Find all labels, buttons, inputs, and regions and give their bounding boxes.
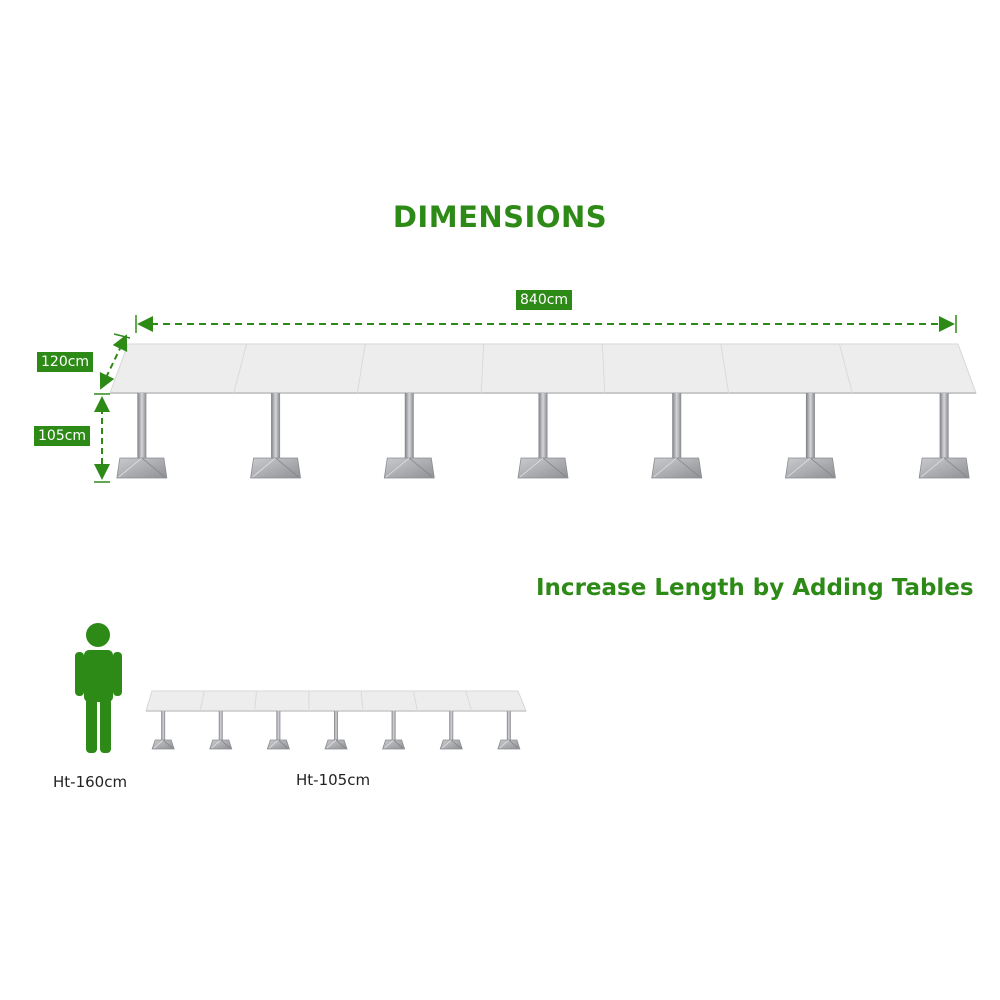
pedestal-leg <box>805 393 815 458</box>
base-shade <box>278 739 288 749</box>
pedestal-base <box>918 457 970 479</box>
base-shade <box>508 739 519 749</box>
pedestal-base <box>116 457 168 479</box>
pedestal-base <box>439 739 463 750</box>
page-title: DIMENSIONS <box>392 200 608 234</box>
base-shade <box>162 739 173 749</box>
length-label: 840cm <box>516 290 573 310</box>
table-seam <box>480 343 485 394</box>
pedestal-leg <box>271 393 281 458</box>
pedestal-base <box>250 457 302 479</box>
base-highlight <box>787 457 811 478</box>
base-highlight <box>384 739 394 749</box>
base-highlight <box>118 457 143 478</box>
base-highlight <box>269 739 279 749</box>
base-highlight <box>653 457 677 478</box>
base-highlight <box>920 457 945 478</box>
length-dimension <box>135 315 957 333</box>
base-shade <box>141 457 166 478</box>
table-height-label: Ht-105cm <box>296 771 371 789</box>
base-highlight <box>441 739 452 749</box>
small-table <box>145 690 527 750</box>
pedestal-base <box>151 739 175 750</box>
width-dimension <box>99 333 131 390</box>
base-shade <box>275 457 299 478</box>
pedestal-base <box>497 739 521 750</box>
pedestal-base <box>651 457 703 479</box>
base-shade <box>542 457 567 478</box>
table-seam <box>360 690 364 712</box>
small-table-seams <box>199 690 473 712</box>
base-highlight <box>252 457 276 478</box>
table-seam <box>233 343 248 394</box>
subtitle: Increase Length by Adding Tables <box>536 575 974 601</box>
table-seam <box>465 690 473 712</box>
base-highlight <box>519 457 544 478</box>
table-seam <box>199 690 205 712</box>
pedestal-base <box>383 457 435 479</box>
base-shade <box>220 739 231 749</box>
base-shade <box>450 739 461 749</box>
large-table-seams <box>233 343 853 394</box>
base-highlight <box>153 739 164 749</box>
table-seam <box>356 343 366 394</box>
table-seam <box>601 343 606 394</box>
table-seam <box>720 343 730 394</box>
pedestal-leg <box>218 711 223 740</box>
base-highlight <box>211 739 222 749</box>
large-table-legs <box>116 393 970 479</box>
height-dimension <box>94 393 110 483</box>
person-height-label: Ht-160cm <box>53 773 128 791</box>
base-highlight <box>386 457 410 478</box>
base-highlight <box>326 739 337 749</box>
table-seam <box>412 690 418 712</box>
width-label: 120cm <box>37 352 94 372</box>
height-label: 105cm <box>34 426 91 446</box>
base-shade <box>335 739 346 749</box>
pedestal-leg <box>276 711 281 740</box>
person-silhouette-icon <box>75 623 122 753</box>
pedestal-leg <box>939 393 949 458</box>
pedestal-leg <box>506 711 511 740</box>
base-shade <box>810 457 834 478</box>
pedestal-leg <box>334 711 338 740</box>
pedestal-base <box>324 739 348 750</box>
base-shade <box>943 457 968 478</box>
pedestal-base <box>784 457 836 479</box>
pedestal-leg <box>672 393 682 458</box>
pedestal-leg <box>538 393 548 458</box>
base-shade <box>676 457 700 478</box>
base-shade <box>409 457 433 478</box>
pedestal-base <box>209 739 233 750</box>
small-table-legs <box>151 711 521 750</box>
pedestal-leg <box>161 711 166 740</box>
table-seam <box>838 343 853 394</box>
pedestal-base <box>266 739 290 750</box>
pedestal-base <box>382 739 406 750</box>
large-table <box>109 343 977 479</box>
pedestal-leg <box>391 711 396 740</box>
base-shade <box>393 739 403 749</box>
pedestal-leg <box>404 393 414 458</box>
table-seam <box>254 690 258 712</box>
pedestal-leg <box>137 393 147 458</box>
pedestal-leg <box>449 711 454 740</box>
pedestal-base <box>517 457 569 479</box>
base-highlight <box>499 739 510 749</box>
